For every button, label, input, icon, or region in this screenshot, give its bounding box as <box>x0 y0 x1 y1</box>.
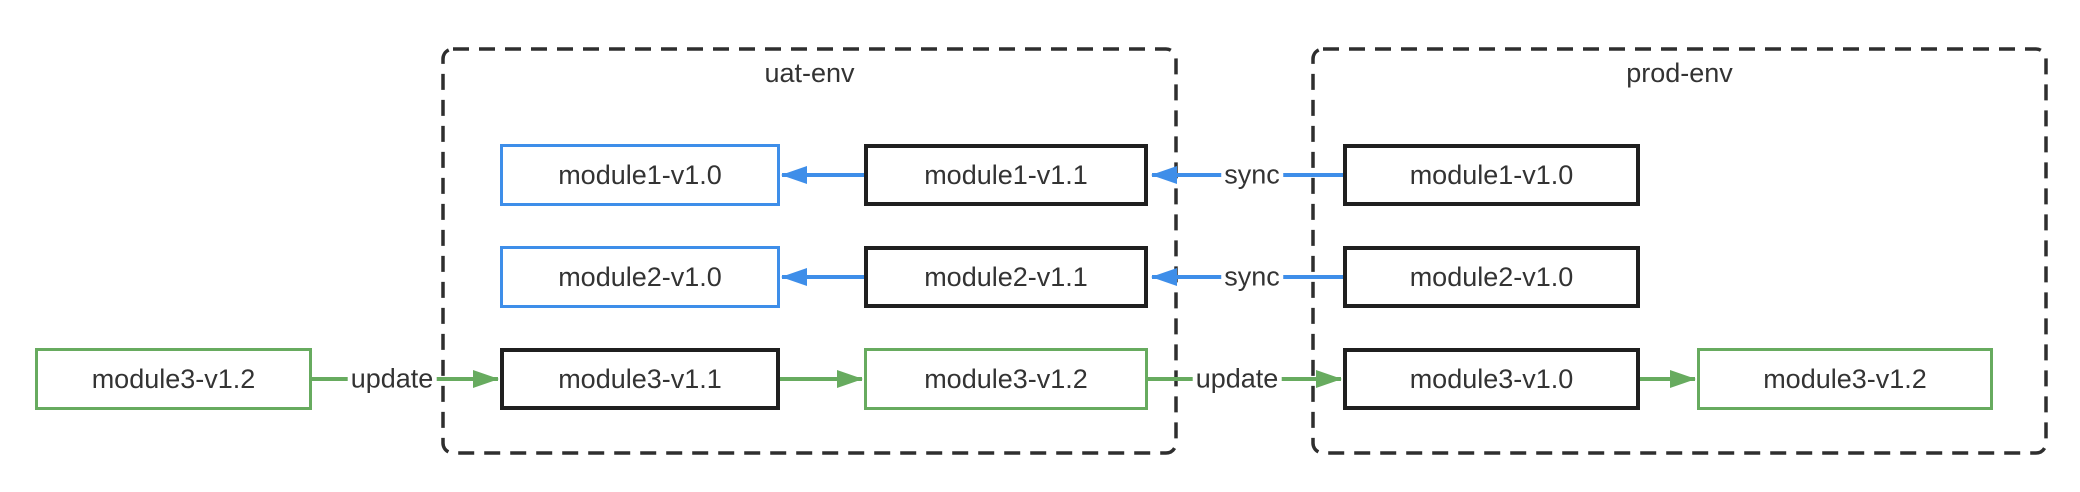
edge-label-update-prod: update <box>1192 363 1282 395</box>
node-prod-module3-v1.2: module3-v1.2 <box>1697 348 1993 410</box>
node-uat-module1-v1.0: module1-v1.0 <box>500 144 780 206</box>
env-container-prod <box>1311 47 2048 455</box>
node-prod-module2-v1.0: module2-v1.0 <box>1343 246 1640 308</box>
node-prod-module3-v1.0: module3-v1.0 <box>1343 348 1640 410</box>
edge-label-update-uat: update <box>347 363 437 395</box>
node-uat-module1-v1.1: module1-v1.1 <box>864 144 1148 206</box>
env-container-uat <box>441 47 1178 455</box>
node-prod-module1-v1.0: module1-v1.0 <box>1343 144 1640 206</box>
node-uat-module3-v1.2: module3-v1.2 <box>864 348 1148 410</box>
node-uat-module2-v1.0: module2-v1.0 <box>500 246 780 308</box>
node-standalone-module3-v1.2: module3-v1.2 <box>35 348 312 410</box>
edge-label-sync-module2: sync <box>1221 261 1283 293</box>
node-uat-module3-v1.1: module3-v1.1 <box>500 348 780 410</box>
node-uat-module2-v1.1: module2-v1.1 <box>864 246 1148 308</box>
env-title-uat: uat-env <box>764 58 855 88</box>
env-title-prod: prod-env <box>1626 58 1733 88</box>
edge-label-sync-module1: sync <box>1221 159 1283 191</box>
